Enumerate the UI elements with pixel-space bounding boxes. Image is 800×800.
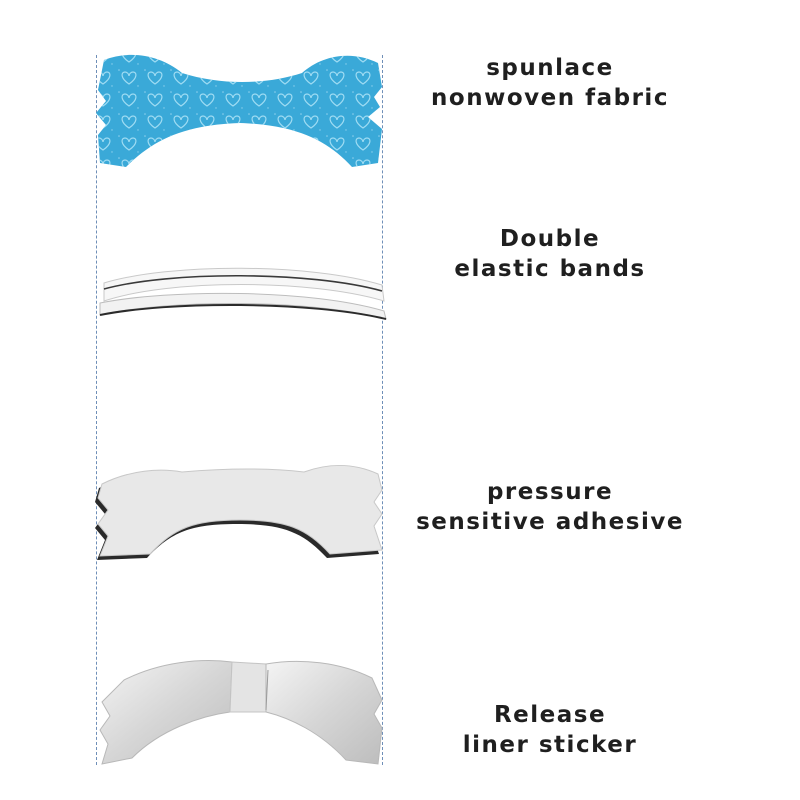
label-line-1: Double	[499, 226, 601, 252]
label-line-1: spunlace	[486, 55, 614, 81]
label-line-1: pressure	[486, 479, 614, 505]
label-double-elastic-bands: Double elastic bands	[400, 224, 700, 284]
label-line-1: Release	[493, 702, 607, 728]
spunlace-fabric-layer	[96, 54, 382, 167]
label-line-2: liner sticker	[462, 732, 638, 758]
label-line-2: sensitive adhesive	[416, 509, 684, 535]
adhesive-layer	[95, 465, 383, 560]
label-line-2: nonwoven fabric	[431, 85, 669, 111]
label-release-liner-sticker: Release liner sticker	[400, 700, 700, 760]
guide-line-right	[382, 55, 383, 765]
label-line-2: elastic bands	[454, 256, 646, 282]
release-liner-layer	[99, 660, 383, 765]
elastic-bands-layer	[99, 267, 387, 320]
label-spunlace-nonwoven-fabric: spunlace nonwoven fabric	[400, 53, 700, 113]
guide-line-left	[96, 55, 97, 765]
label-pressure-sensitive-adhesive: pressure sensitive adhesive	[400, 477, 700, 537]
